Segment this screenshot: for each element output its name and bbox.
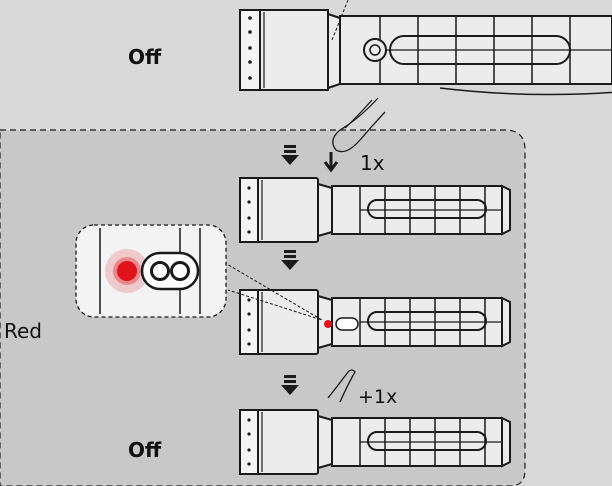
push-button-icon xyxy=(363,38,387,62)
flashlight-press xyxy=(239,177,511,243)
press-once-label: 1x xyxy=(360,151,385,175)
state-off-top-label: Off xyxy=(128,45,162,69)
state-red-label: Red xyxy=(4,319,42,343)
flashlight-off-bottom xyxy=(239,409,511,475)
zoom-callout xyxy=(75,224,227,318)
flashlight-red xyxy=(239,289,511,355)
flashlight-off-top xyxy=(239,0,612,96)
press-again-label: +1x xyxy=(358,386,397,408)
state-off-bottom-label: Off xyxy=(128,438,162,462)
finger-icon xyxy=(332,97,386,153)
finger-icon xyxy=(327,369,356,403)
red-led-small xyxy=(324,320,332,328)
red-led-icon xyxy=(117,261,137,281)
press-arrow-icon xyxy=(323,152,339,173)
